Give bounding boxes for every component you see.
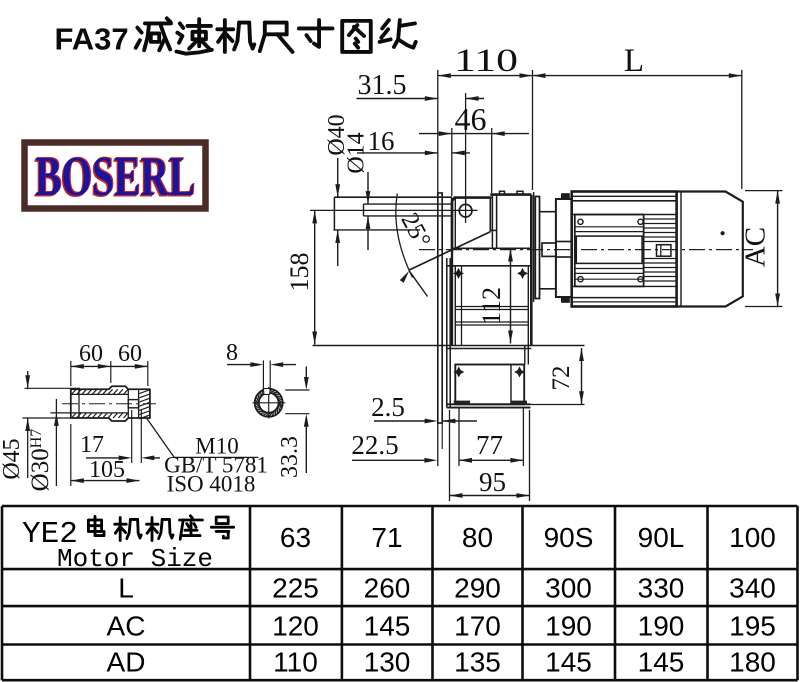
svg-text:16: 16 <box>368 126 395 156</box>
svg-text:190: 190 <box>638 611 685 642</box>
svg-text:110: 110 <box>273 647 318 678</box>
svg-text:80: 80 <box>462 522 493 553</box>
svg-text:300: 300 <box>545 573 592 604</box>
svg-text:8: 8 <box>226 340 238 366</box>
svg-text:95: 95 <box>479 467 506 497</box>
svg-text:FA37: FA37 <box>55 22 129 57</box>
svg-text:90S: 90S <box>544 522 594 553</box>
svg-text:GB/T 5781: GB/T 5781 <box>164 453 268 478</box>
svg-text:L: L <box>624 43 644 79</box>
svg-text:225: 225 <box>272 573 319 604</box>
svg-text:31.5: 31.5 <box>358 70 407 101</box>
svg-text:60: 60 <box>79 341 103 367</box>
svg-text:90L: 90L <box>638 522 685 553</box>
svg-text:158: 158 <box>285 253 314 292</box>
svg-text:2.5: 2.5 <box>371 392 405 422</box>
svg-text:Motor Size: Motor Size <box>57 544 213 574</box>
svg-text:22.5: 22.5 <box>351 430 398 460</box>
svg-text:BOSERL: BOSERL <box>34 147 194 209</box>
svg-text:180: 180 <box>729 647 776 678</box>
svg-text:145: 145 <box>638 647 685 678</box>
svg-text:77: 77 <box>476 430 503 460</box>
svg-text:46: 46 <box>455 101 487 137</box>
svg-text:Ø14: Ø14 <box>344 132 370 173</box>
svg-text:110: 110 <box>454 43 518 79</box>
svg-text:290: 290 <box>454 573 501 604</box>
svg-text:Ø30H7: Ø30H7 <box>27 429 54 492</box>
svg-text:63: 63 <box>280 522 311 553</box>
svg-text:Ø45: Ø45 <box>0 438 25 479</box>
svg-text:112: 112 <box>477 287 506 325</box>
svg-text:BOSERL: BOSERL <box>36 145 196 207</box>
svg-text:17: 17 <box>80 432 104 458</box>
svg-text:L: L <box>118 573 134 604</box>
svg-text:M10: M10 <box>195 434 238 459</box>
svg-text:YE2: YE2 <box>22 517 78 552</box>
svg-text:33.3: 33.3 <box>277 436 303 478</box>
svg-text:340: 340 <box>729 573 776 604</box>
svg-text:190: 190 <box>545 611 592 642</box>
svg-text:60: 60 <box>118 341 142 367</box>
svg-text:130: 130 <box>364 647 411 678</box>
svg-text:Ø40: Ø40 <box>324 114 350 155</box>
svg-text:71: 71 <box>371 522 402 553</box>
svg-text:BOSERL: BOSERL <box>35 146 195 208</box>
svg-text:100: 100 <box>729 522 776 553</box>
svg-text:AC: AC <box>740 227 772 267</box>
svg-text:135: 135 <box>454 647 501 678</box>
svg-text:120: 120 <box>272 611 319 642</box>
svg-text:260: 260 <box>364 573 411 604</box>
svg-text:330: 330 <box>638 573 685 604</box>
svg-text:145: 145 <box>364 611 411 642</box>
svg-text:195: 195 <box>729 611 776 642</box>
svg-text:72: 72 <box>548 366 575 391</box>
svg-text:170: 170 <box>454 611 501 642</box>
svg-text:145: 145 <box>545 647 592 678</box>
svg-text:105: 105 <box>89 457 125 483</box>
svg-text:AC: AC <box>107 611 146 642</box>
svg-text:ISO 4018: ISO 4018 <box>167 472 256 497</box>
svg-text:AD: AD <box>107 647 146 678</box>
